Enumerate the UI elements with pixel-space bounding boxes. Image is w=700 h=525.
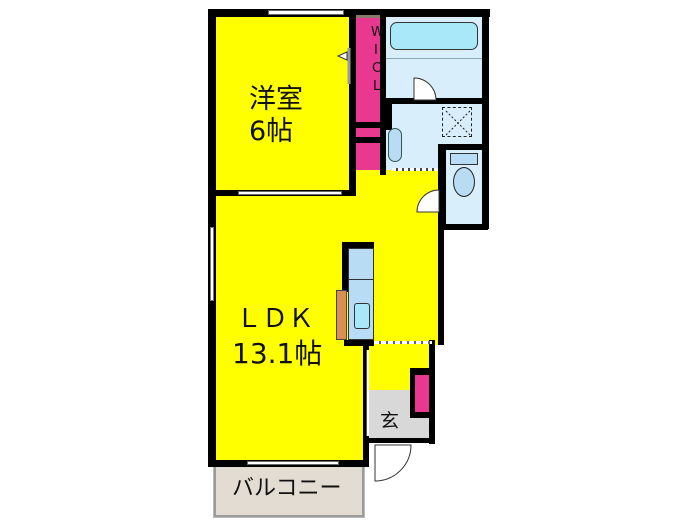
kitchen-divider (348, 279, 374, 280)
door-bath-icon (413, 77, 437, 101)
wall-bath-right (482, 9, 489, 229)
wic-letter-l: L (373, 79, 381, 94)
wic-top-rail (356, 15, 380, 18)
wall-toilet-bottom (438, 224, 488, 230)
balcony-name: バルコニー (232, 476, 342, 501)
bath-divider (386, 58, 482, 59)
wall-kitchen-top (342, 242, 374, 248)
shoe-cabinet (415, 375, 429, 412)
washing-machine-x-icon (445, 110, 471, 136)
washing-machine-space (442, 107, 472, 137)
western-room-name: 洋室 (249, 84, 303, 115)
wall-wic-right (380, 9, 386, 175)
wic-letter-c: C (372, 61, 382, 76)
toilet-bowl (453, 167, 475, 197)
wall-wic-shelf-bottom (354, 137, 384, 143)
door-toilet-icon (416, 189, 440, 213)
wall-entrance-bottom (368, 438, 434, 443)
sliding-door-kitchen (374, 341, 432, 344)
entrance-name: 玄 (380, 410, 400, 432)
western-room-size: 6帖 (249, 116, 294, 147)
wic-letter-i: I (374, 43, 378, 58)
wic-letter-w: W (371, 25, 384, 40)
wall-bath-bottom (384, 98, 488, 104)
wall-kitchen-left (342, 242, 348, 292)
walk-in-closet (354, 12, 384, 170)
washbasin (388, 128, 402, 162)
bathtub (390, 22, 478, 50)
wall-wic-shelf-top (354, 122, 384, 128)
kitchen-sink (354, 303, 370, 329)
door-western-closet-icon (336, 48, 351, 84)
western-room-floor (214, 12, 354, 195)
sliding-door-hall (366, 350, 369, 436)
ldk-size: 13.1帖 (232, 337, 323, 370)
ldk-name: ＬＤＫ (236, 304, 315, 334)
window-balcony (247, 461, 339, 465)
sliding-door-wash (392, 168, 438, 171)
kitchen-cabinet (336, 290, 347, 340)
wall-toilet-top (438, 144, 488, 150)
wall-western-right (349, 9, 356, 196)
window-western-bottom (238, 191, 342, 195)
toilet-tank (450, 153, 478, 165)
door-entrance-icon (374, 444, 412, 482)
wall-ldk-right (438, 210, 444, 345)
window-western-top (268, 10, 344, 15)
wall-toilet-left (438, 144, 446, 230)
wall-kitchen-bottom (344, 340, 374, 346)
window-ldk-left (210, 227, 214, 301)
